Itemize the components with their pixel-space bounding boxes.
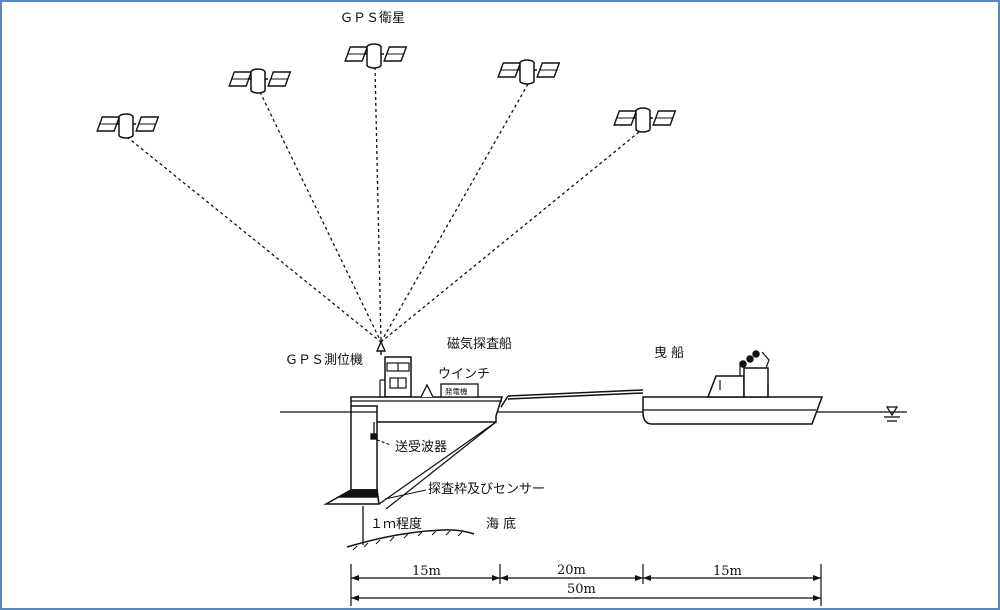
tug-boat-label: 曳 船 — [654, 346, 684, 361]
depth-note-label: １ｍ程度 — [370, 516, 422, 532]
satellite-icon — [344, 43, 408, 69]
sensor-frame-rig — [323, 406, 380, 505]
water-level-icon — [884, 406, 900, 422]
seabed — [346, 529, 475, 551]
signal-line — [259, 91, 382, 343]
dimension-label-15m-right: 15m — [713, 564, 742, 579]
generator-label: 発電機 — [445, 386, 468, 396]
sensor-frame-label: 探査枠及びセンサー — [428, 482, 545, 497]
seabed-label: 海 底 — [486, 516, 516, 532]
gps-satellite-label: ＧＰＳ衛星 — [340, 11, 405, 26]
tug-boat — [642, 350, 824, 425]
satellite-icon — [228, 68, 292, 94]
signal-line — [126, 136, 382, 343]
gps-antenna-icon — [375, 340, 387, 355]
survey-ship-label: 磁気探査船 — [447, 336, 512, 352]
gps-signal-lines — [126, 66, 640, 343]
transducer-icon — [370, 422, 378, 440]
signal-line — [380, 131, 640, 343]
dimension-label-50m: 50m — [567, 582, 596, 597]
tow-cable — [500, 389, 644, 408]
generator-box — [440, 383, 479, 398]
winch-label: ウインチ — [438, 367, 490, 382]
satellite-icon — [613, 107, 677, 133]
signal-line — [374, 66, 382, 343]
dimension-label-20m: 20m — [557, 563, 586, 578]
sensor-leader — [384, 489, 427, 500]
winch-icon — [420, 383, 434, 398]
transducer-leader — [376, 439, 392, 446]
satellite-icon — [497, 59, 561, 85]
dimension-label-15m-left: 15m — [412, 564, 441, 579]
satellite-icon — [96, 113, 160, 139]
leader-line — [378, 421, 497, 505]
survey-ship — [350, 356, 504, 423]
gps-receiver-label: ＧＰＳ測位機 — [285, 353, 363, 368]
transducer-label: 送受波器 — [395, 440, 447, 455]
dimension-lines — [350, 564, 822, 606]
signal-line — [380, 83, 529, 343]
dimension-arrows — [351, 575, 821, 601]
